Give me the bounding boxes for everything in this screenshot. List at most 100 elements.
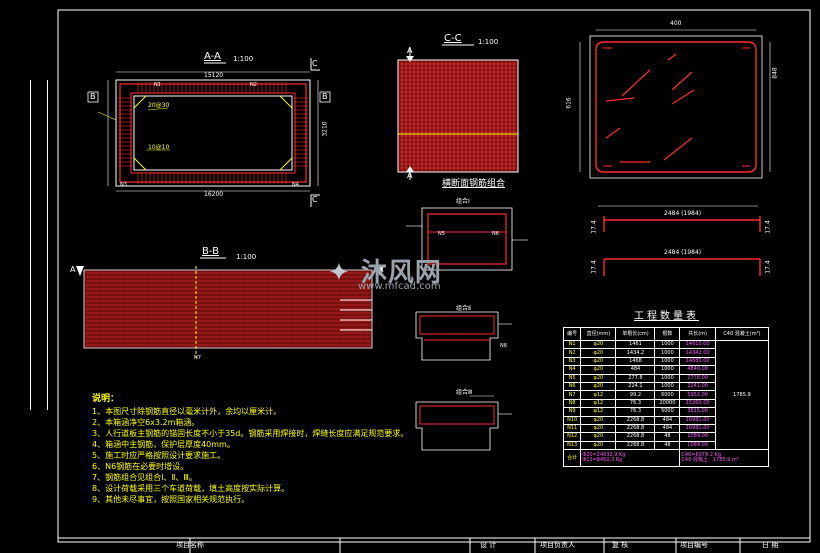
section-aa-dim-bottom: 16200 <box>204 191 224 198</box>
detail-dim-left: 616 <box>565 97 573 109</box>
qty-total-label: 合计 <box>562 449 582 468</box>
qty-cell: N8 <box>562 398 582 409</box>
qty-cell: 76.3 <box>615 407 656 417</box>
tb-date: 日 期 <box>762 541 779 549</box>
detail-dim-right: 848 <box>771 67 779 79</box>
watermark-brand-text: 沐风网 <box>360 258 442 288</box>
section-bb-mark-left: A <box>70 265 76 274</box>
qty-cell: 1461 <box>615 339 656 350</box>
bar2-dim-left: 17.4 <box>590 260 598 274</box>
note-item: 6、N6钢筋在必要时增设。 <box>92 462 189 471</box>
qty-cell: 5000 <box>654 407 681 417</box>
bar-diagrams <box>598 205 761 276</box>
section-aa-title: A-A <box>204 51 221 62</box>
note-item: 5、施工时应严格按照设计要求施工。 <box>92 451 226 460</box>
qty-cell: 48 <box>654 432 681 442</box>
qty-table: 编号 直径(mm) 单根长(cm) 根数 共长(m) C40 混凝土(m³) N… <box>562 327 770 468</box>
qty-table-title: 工程数量表 <box>634 311 699 322</box>
qty-cell: 484 <box>615 365 656 375</box>
tb-leader: 项目负责人 <box>540 541 575 549</box>
qty-header-row: 编号 直径(mm) 单根长(cm) 根数 共长(m) C40 混凝土(m³) <box>562 327 770 341</box>
qty-cell: φ20 <box>580 415 617 425</box>
section-aa-scale: 1:100 <box>233 55 254 63</box>
qty-total-right-2: C40 混凝土：1785.9 m³ <box>681 457 739 464</box>
qty-header: 直径(mm) <box>580 327 617 341</box>
section-cc-mark-top: A <box>407 46 413 55</box>
qty-cell: 2268.8 <box>615 423 656 434</box>
qty-cell: 15260.00 <box>679 398 716 409</box>
qty-cell: φ20 <box>580 381 617 392</box>
bar1-dim-left: 17.4 <box>590 220 598 234</box>
qty-total-right-1: C40=8379.2 Kg <box>681 452 721 459</box>
note-item: 7、钢筋组合见组合Ⅰ、Ⅱ、Ⅲ。 <box>92 473 197 482</box>
combo1-label: 组合Ⅰ <box>456 198 470 205</box>
qty-cell: 99.2 <box>615 390 656 400</box>
qty-cell: φ20 <box>580 432 617 442</box>
bar2-length: 2484 (1984) <box>664 249 702 256</box>
combo3-label: 组合Ⅲ <box>456 389 473 396</box>
qty-header: 单根长(cm) <box>615 327 656 341</box>
note-item: 4、箱涵中主钢筋，保护层厚度40mm。 <box>92 440 235 449</box>
qty-cell: 1000 <box>654 365 681 375</box>
qty-cell: 14342.00 <box>679 348 716 358</box>
qty-cell: 1434.2 <box>615 348 656 358</box>
section-bb <box>76 257 384 358</box>
watermark-m-icon: ✦ <box>328 258 351 288</box>
qty-cell: 6000 <box>654 390 681 400</box>
section-aa-mark-b-right: B <box>322 92 328 101</box>
qty-cell: N2 <box>562 348 582 358</box>
qty-cell: 10981.00 <box>679 423 716 434</box>
section-aa-mark-b-left: B <box>90 92 96 101</box>
qty-total-left-1: Φ20=24632.9 Kg <box>582 452 626 459</box>
qty-cell: φ12 <box>580 390 617 400</box>
section-cc-mark-bottom: A <box>407 171 413 180</box>
qty-cell: 1000 <box>654 356 681 367</box>
qty-cell: φ20 <box>580 373 617 383</box>
qty-cell: 2268.8 <box>615 415 656 425</box>
qty-cell: 1000 <box>654 348 681 358</box>
qty-total-left-2: Φ12=8450.3 Kg <box>582 457 623 464</box>
qty-cell: N10 <box>562 415 582 425</box>
qty-cell: 1089.00 <box>679 432 716 442</box>
title-block <box>189 538 741 553</box>
combo-details <box>406 207 528 451</box>
qty-concrete: 1785.9 <box>714 339 770 451</box>
note-item: 1、本图尺寸除钢筋直径以毫米计外，余均以厘米计。 <box>92 407 282 416</box>
qty-cell: N5 <box>562 373 582 383</box>
n-label: N7 <box>194 355 201 361</box>
qty-cell: φ12 <box>580 407 617 417</box>
bar1-dim-right: 17.4 <box>764 220 772 234</box>
qty-cell: φ20 <box>580 356 617 367</box>
qty-header: 根数 <box>654 327 681 341</box>
section-bb-mark-right: A <box>378 265 384 274</box>
qty-cell: N1 <box>562 339 582 350</box>
note-item: 9、其他未尽事宜，按照国家相关规范执行。 <box>92 495 250 504</box>
n-label: N5 <box>438 231 445 237</box>
qty-cell: φ20 <box>580 423 617 434</box>
drawing-frame <box>57 9 811 543</box>
qty-cell: 4840.00 <box>679 365 716 375</box>
qty-total-left: Φ20=24632.9 Kg Φ12=8450.3 Kg <box>580 449 681 468</box>
qty-cell: N11 <box>562 423 582 434</box>
qty-cell: φ20 <box>580 348 617 358</box>
qty-cell: 14680.00 <box>679 356 716 367</box>
qty-cell: 2778.00 <box>679 373 716 383</box>
qty-cell: 20000 <box>654 398 681 409</box>
tb-check: 复 核 <box>612 541 629 549</box>
qty-cell: N6 <box>562 381 582 392</box>
qty-cell: 1468 <box>615 356 656 367</box>
stamp-column <box>30 80 48 410</box>
n-label: N1 <box>154 82 161 88</box>
section-aa-mark-c-top: C <box>312 59 318 68</box>
combo-title: 横断面钢筋组合 <box>442 179 506 189</box>
qty-cell: N12 <box>562 432 582 442</box>
n-label: N4 <box>292 182 299 188</box>
qty-cell: 1000 <box>654 381 681 392</box>
bar1-length: 2484 (1984) <box>664 210 702 217</box>
qty-total-row: 合计 Φ20=24632.9 Kg Φ12=8450.3 Kg C40=8379… <box>562 449 769 468</box>
